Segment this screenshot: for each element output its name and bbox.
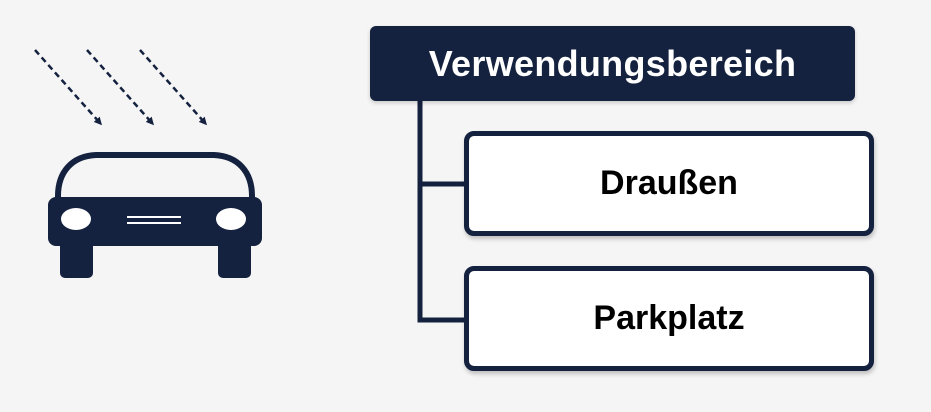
car-front-icon xyxy=(48,152,262,278)
diagram-item-draussen: Draußen xyxy=(464,131,874,236)
diagram-header: Verwendungsbereich xyxy=(370,26,855,101)
sun-rays-icon xyxy=(34,49,207,126)
diagram-header-label: Verwendungsbereich xyxy=(428,42,797,84)
diagram-item-parkplatz: Parkplatz xyxy=(464,266,874,371)
illustration xyxy=(34,49,262,278)
diagram-item-label: Parkplatz xyxy=(593,299,745,337)
diagram-item-label: Draußen xyxy=(600,164,738,202)
